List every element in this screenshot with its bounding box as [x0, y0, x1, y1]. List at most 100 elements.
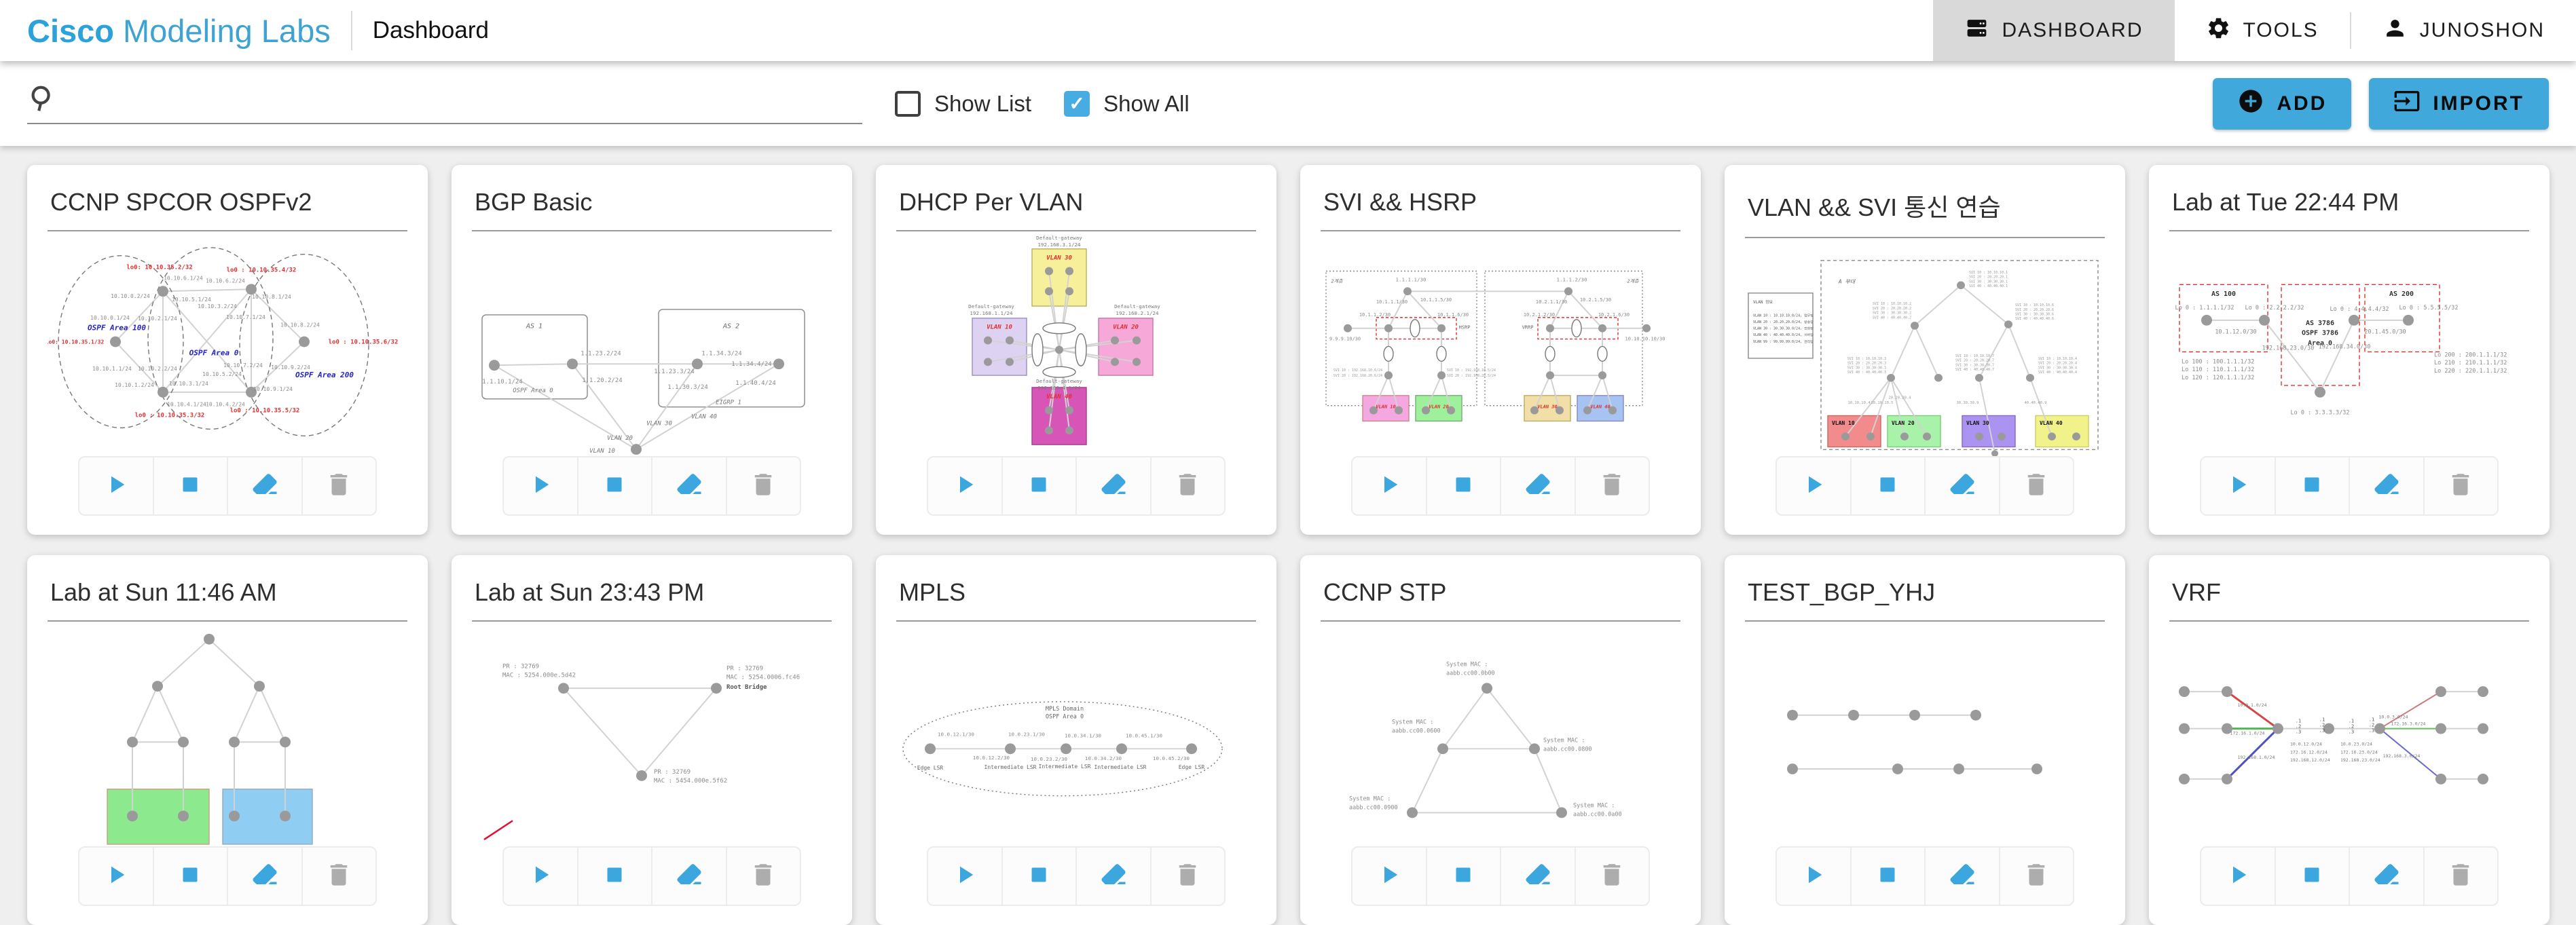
- svg-text:MAC : 5254.000e.5d42: MAC : 5254.000e.5d42: [502, 672, 576, 679]
- wipe-button[interactable]: [227, 457, 301, 514]
- stop-button[interactable]: [2274, 457, 2349, 514]
- nav-dashboard[interactable]: DASHBOARD: [1933, 0, 2175, 61]
- wipe-button[interactable]: [651, 457, 726, 514]
- stop-button[interactable]: [576, 848, 652, 905]
- topology-preview[interactable]: [1745, 624, 2105, 846]
- stop-button[interactable]: [152, 848, 227, 905]
- svg-text:SVI 30 : 30.30.30.1: SVI 30 : 30.30.30.1: [1969, 280, 2008, 284]
- svg-text:10.1.1.5/30: 10.1.1.5/30: [1420, 297, 1452, 303]
- wipe-button[interactable]: [1924, 848, 1999, 905]
- add-button[interactable]: ADD: [2213, 77, 2352, 130]
- wipe-button[interactable]: [1075, 848, 1150, 905]
- stop-button[interactable]: [1425, 848, 1501, 905]
- svg-text:System MAC :: System MAC :: [1543, 736, 1585, 743]
- play-button[interactable]: [79, 848, 153, 905]
- card-action-bar: [78, 846, 377, 906]
- delete-button[interactable]: [725, 457, 801, 514]
- wipe-button[interactable]: [227, 848, 301, 905]
- stop-button[interactable]: [152, 457, 227, 514]
- show-list-group[interactable]: Show List: [895, 90, 1031, 117]
- stop-button[interactable]: [1001, 848, 1076, 905]
- add-button-label: ADD: [2277, 92, 2327, 115]
- play-button[interactable]: [1777, 457, 1850, 514]
- play-button[interactable]: [928, 848, 1001, 905]
- svg-text:10.0.12.0/24: 10.0.12.0/24: [2290, 741, 2322, 747]
- wipe-button[interactable]: [651, 848, 726, 905]
- stop-button[interactable]: [576, 457, 652, 514]
- delete-button[interactable]: [2423, 848, 2498, 905]
- show-all-checkbox[interactable]: ✓: [1064, 90, 1090, 117]
- svg-text:10.0.23.2/30: 10.0.23.2/30: [1031, 756, 1067, 762]
- svg-text:SVI 10 : 10.10.10.7: SVI 10 : 10.10.10.7: [1955, 354, 1994, 358]
- show-list-checkbox[interactable]: [895, 90, 921, 117]
- stop-button[interactable]: [1850, 457, 1925, 514]
- play-button[interactable]: [504, 848, 577, 905]
- play-button[interactable]: [79, 457, 153, 514]
- svg-text:10.0.12.1/30: 10.0.12.1/30: [938, 732, 974, 738]
- wipe-button[interactable]: [2349, 457, 2423, 514]
- delete-button[interactable]: [1149, 457, 1225, 514]
- user-icon: [2382, 16, 2408, 46]
- delete-button[interactable]: [1998, 457, 2074, 514]
- delete-button[interactable]: [2423, 457, 2498, 514]
- play-button[interactable]: [504, 457, 577, 514]
- stop-button[interactable]: [1001, 457, 1076, 514]
- svg-text:AS 200: AS 200: [2389, 290, 2414, 298]
- stop-icon: [600, 470, 629, 502]
- nav-tools[interactable]: TOOLS: [2175, 0, 2350, 61]
- svg-text:172.16.1.0/24: 172.16.1.0/24: [2230, 731, 2265, 736]
- play-button[interactable]: [2201, 848, 2275, 905]
- svg-text:Intermediate LSR: Intermediate LSR: [1039, 763, 1091, 770]
- svg-text:10.10.7.2/24: 10.10.7.2/24: [223, 362, 263, 369]
- svg-text:OSPF 3786: OSPF 3786: [2302, 330, 2338, 337]
- stop-button[interactable]: [2274, 848, 2349, 905]
- delete-button[interactable]: [1574, 457, 1649, 514]
- show-all-group[interactable]: ✓ Show All: [1064, 90, 1190, 117]
- stop-button[interactable]: [1425, 457, 1501, 514]
- wipe-button[interactable]: [1500, 848, 1575, 905]
- wipe-button[interactable]: [1924, 457, 1999, 514]
- svg-text:VLAN 10: VLAN 10: [1832, 420, 1855, 426]
- wipe-button[interactable]: [1500, 457, 1575, 514]
- delete-button[interactable]: [301, 457, 376, 514]
- svg-text:20.20.20.4: 20.20.20.4: [1888, 396, 1911, 400]
- card-action-bar: [1351, 456, 1650, 516]
- lab-card: TEST_BGP_YHJ: [1725, 555, 2125, 925]
- nav-user[interactable]: JUNOSHON: [2351, 0, 2576, 61]
- delete-button[interactable]: [725, 848, 801, 905]
- play-button[interactable]: [1777, 848, 1850, 905]
- svg-text:10.10.9.2/24: 10.10.9.2/24: [271, 364, 310, 371]
- import-button[interactable]: IMPORT: [2369, 77, 2549, 130]
- lab-card-title: Lab at Sun 23:43 PM: [475, 578, 705, 606]
- topology-preview[interactable]: [48, 624, 407, 846]
- play-button[interactable]: [2201, 457, 2275, 514]
- delete-button[interactable]: [1998, 848, 2074, 905]
- svg-text:10.0.45.2/30: 10.0.45.2/30: [1153, 755, 1190, 761]
- search-input[interactable]: [65, 85, 862, 117]
- svg-text:10.2.1.2/30: 10.2.1.2/30: [1524, 312, 1555, 318]
- wipe-icon: [2372, 470, 2401, 502]
- svg-text:192.168.23.0/24: 192.168.23.0/24: [2340, 757, 2380, 763]
- search-field[interactable]: [27, 83, 862, 124]
- delete-button[interactable]: [1149, 848, 1225, 905]
- wipe-button[interactable]: [1075, 457, 1150, 514]
- wipe-icon: [1099, 861, 1128, 892]
- delete-button[interactable]: [1574, 848, 1649, 905]
- stop-button[interactable]: [1850, 848, 1925, 905]
- play-button[interactable]: [1353, 848, 1426, 905]
- delete-button[interactable]: [301, 848, 376, 905]
- play-button[interactable]: [1353, 457, 1426, 514]
- stop-icon: [1449, 470, 1477, 502]
- wipe-button[interactable]: [2349, 848, 2423, 905]
- play-button[interactable]: [928, 457, 1001, 514]
